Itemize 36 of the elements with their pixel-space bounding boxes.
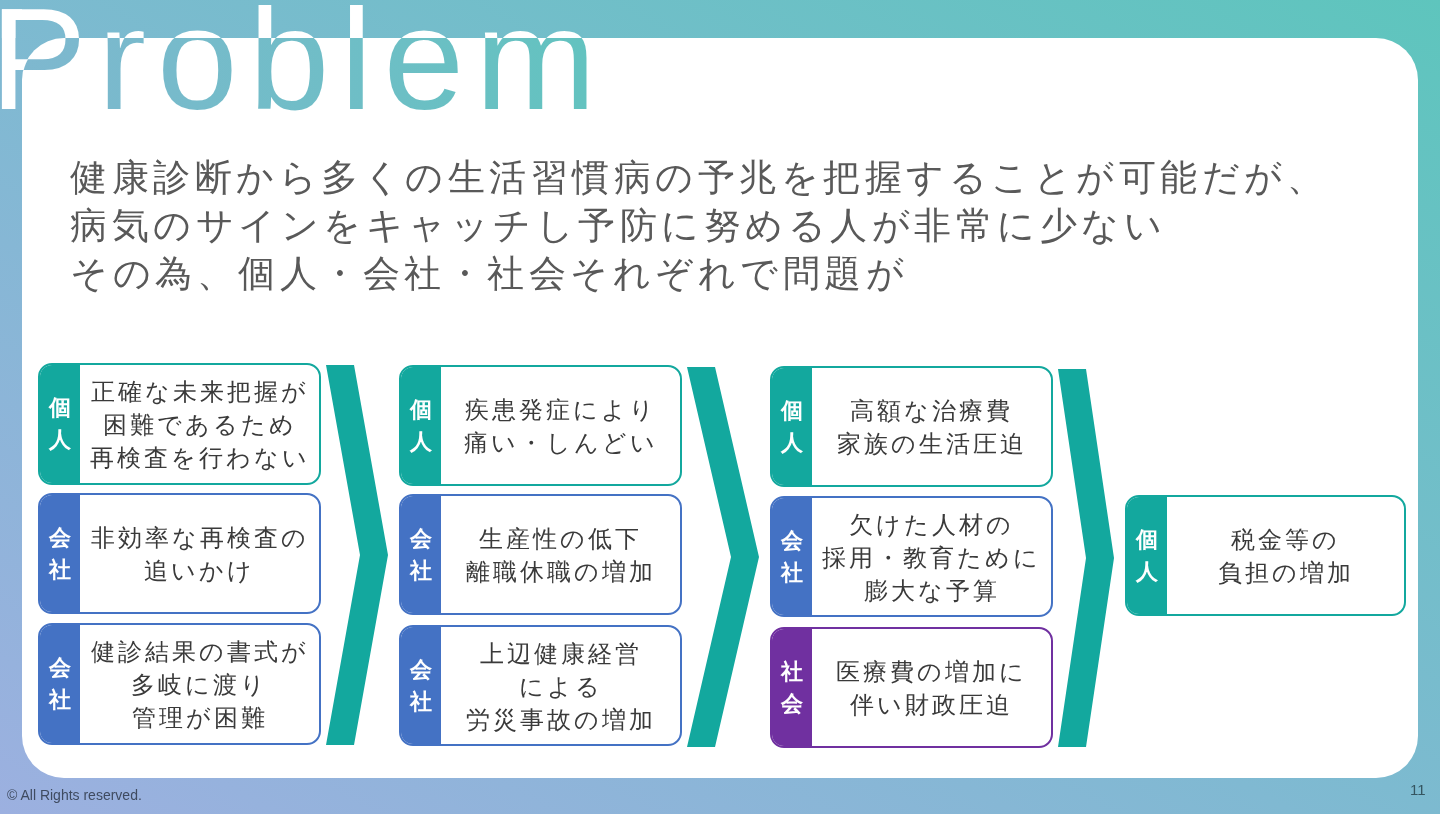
- problem-card: [770, 366, 1053, 487]
- problem-card: [399, 365, 682, 486]
- page-number: 11: [1410, 781, 1426, 798]
- problem-card: [399, 625, 682, 746]
- category-label: 会社: [40, 495, 80, 612]
- problem-card: [38, 363, 321, 485]
- subtitle-text: 健康診断から多くの生活習慣病の予兆を把握することが可能だが、病気のサインをキャッチし予防に努める人が非常に少ないその為、個人・会社・社会それぞれで問題が: [70, 156, 1328, 296]
- card-text: 税金等の負担の増加: [1217, 524, 1354, 588]
- chevron-arrow: [1058, 369, 1114, 747]
- category-label: 会社: [772, 498, 812, 615]
- card-text: 生産性の低下離職休職の増加: [465, 523, 656, 587]
- problem-card: [770, 627, 1053, 748]
- category-label: 個人: [1127, 497, 1167, 614]
- category-label: 会社: [401, 496, 441, 613]
- category-label: 会社: [40, 625, 80, 743]
- category-label: 個人: [40, 365, 80, 483]
- problem-card: [38, 493, 321, 614]
- problem-card: [1125, 495, 1406, 616]
- problem-card: [38, 623, 321, 745]
- chevron-arrow: [326, 365, 388, 745]
- category-label: 個人: [401, 367, 441, 484]
- card-text: 疾患発症により痛い・しんどい: [463, 394, 658, 458]
- category-label: 個人: [772, 368, 812, 485]
- chevron-arrow: [687, 367, 759, 747]
- problem-card: [770, 496, 1053, 617]
- card-text: 上辺健康経営による労災事故の増加: [465, 638, 656, 734]
- card-text: 高額な治療費家族の生活圧迫: [836, 395, 1027, 459]
- card-text: 健診結果の書式が多岐に渡り管理が困難: [90, 636, 309, 733]
- problem-card: [399, 494, 682, 615]
- copyright-text: © All Rights reserved.: [7, 787, 142, 803]
- card-text: 非効率な再検査の追いかけ: [90, 522, 309, 586]
- card-text: 正確な未来把握が困難であるため再検査を行わない: [89, 376, 310, 473]
- category-label: 社会: [772, 629, 812, 746]
- card-text: 医療費の増加に伴い財政圧迫: [836, 656, 1027, 720]
- card-text: 欠けた人材の採用・教育ために膨大な予算: [822, 509, 1041, 606]
- category-label: 会社: [401, 627, 441, 744]
